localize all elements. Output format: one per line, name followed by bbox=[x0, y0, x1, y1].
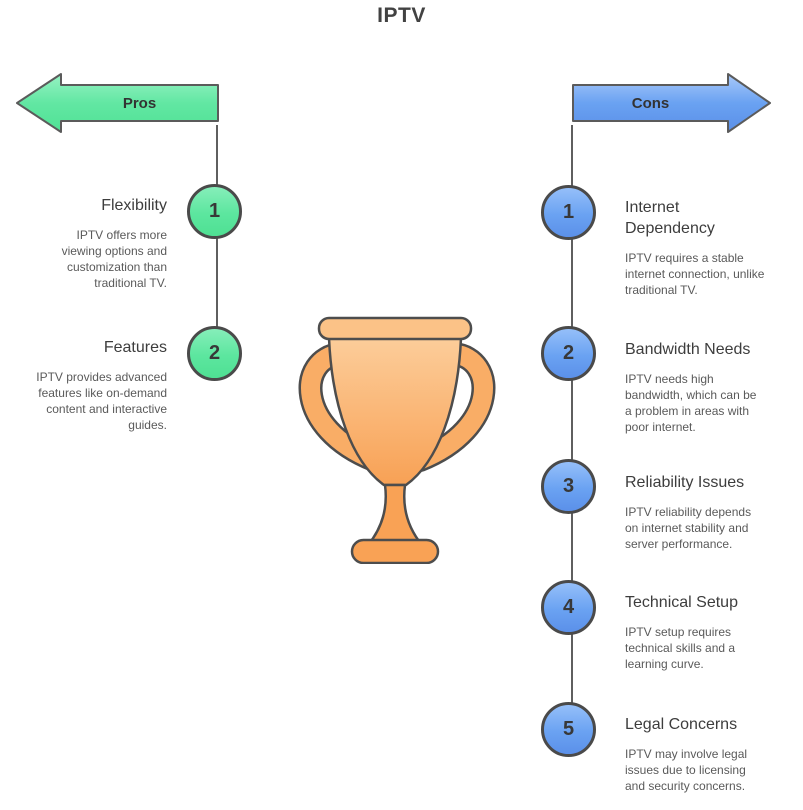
pros-arrow-banner-icon bbox=[16, 73, 219, 133]
cons-step-3-circle: 3 bbox=[541, 459, 596, 514]
pros-step-1-number: 1 bbox=[208, 200, 221, 222]
cons-item-desc: IPTV reliability depends on internet sta… bbox=[625, 505, 752, 551]
cons-item-technical-setup: Technical Setup IPTV setup requires tech… bbox=[625, 592, 775, 672]
cons-step-2-circle: 2 bbox=[541, 326, 596, 381]
cons-item-legal-concerns: Legal Concerns IPTV may involve legal is… bbox=[625, 714, 775, 794]
cons-step-2-number: 2 bbox=[562, 342, 575, 364]
cons-item-bandwidth-needs: Bandwidth Needs IPTV needs high bandwidt… bbox=[625, 339, 775, 435]
cons-connector-line bbox=[571, 125, 573, 733]
cons-step-1-circle: 1 bbox=[541, 185, 596, 240]
pros-step-1-circle: 1 bbox=[187, 184, 242, 239]
pros-step-2-number: 2 bbox=[208, 342, 221, 364]
cons-step-3-number: 3 bbox=[562, 475, 575, 497]
cons-item-title: Legal Concerns bbox=[625, 716, 738, 733]
cons-step-4-number: 4 bbox=[562, 596, 575, 618]
cons-item-title: Technical Setup bbox=[625, 594, 738, 611]
pros-banner-label: Pros bbox=[122, 94, 157, 112]
page-title: IPTV bbox=[377, 4, 426, 27]
pros-connector-line bbox=[216, 125, 218, 357]
pros-item-features: Features IPTV provides advanced features… bbox=[35, 337, 167, 433]
cons-item-desc: IPTV requires a stable internet connecti… bbox=[625, 251, 765, 297]
pros-item-desc: IPTV offers more viewing options and cus… bbox=[61, 228, 167, 290]
cons-arrow-banner-icon bbox=[572, 73, 771, 133]
pros-step-2-circle: 2 bbox=[187, 326, 242, 381]
cons-step-1-number: 1 bbox=[562, 201, 575, 223]
cons-item-title: Reliability Issues bbox=[625, 474, 745, 491]
cons-step-5-circle: 5 bbox=[541, 702, 596, 757]
cons-step-5-number: 5 bbox=[562, 718, 575, 740]
cons-item-internet-dependency: Internet Dependency IPTV requires a stab… bbox=[625, 197, 775, 298]
cons-item-desc: IPTV may involve legal issues due to lic… bbox=[625, 747, 748, 793]
cons-item-desc: IPTV needs high bandwidth, which can be … bbox=[625, 372, 757, 434]
pros-item-title: Features bbox=[103, 339, 167, 356]
cons-item-title: Internet Dependency bbox=[625, 199, 715, 237]
cons-item-reliability-issues: Reliability Issues IPTV reliability depe… bbox=[625, 472, 775, 552]
pros-item-title: Flexibility bbox=[101, 197, 167, 214]
cons-step-4-circle: 4 bbox=[541, 580, 596, 635]
cons-item-desc: IPTV setup requires technical skills and… bbox=[625, 625, 736, 671]
trophy-icon bbox=[282, 312, 512, 569]
pros-item-desc: IPTV provides advanced features like on-… bbox=[36, 370, 167, 432]
cons-banner-label: Cons bbox=[631, 94, 670, 112]
pros-item-flexibility: Flexibility IPTV offers more viewing opt… bbox=[35, 195, 167, 291]
cons-item-title: Bandwidth Needs bbox=[625, 341, 751, 358]
